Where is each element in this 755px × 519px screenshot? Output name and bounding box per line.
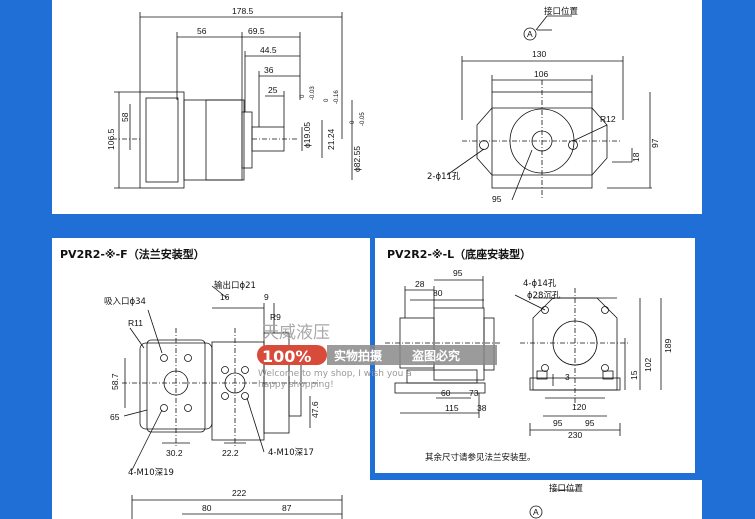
- dim-phi19-tol: 0: [300, 94, 306, 98]
- dim-65: 65: [110, 412, 120, 422]
- label-counterbore: ϕ28沉孔: [527, 291, 561, 301]
- label-port-position-bottom: 接口位置: [549, 483, 584, 494]
- dim-18: 18: [631, 152, 641, 162]
- dim-80: 80: [433, 288, 443, 298]
- dim-115: 115: [445, 403, 459, 413]
- dim-106: 106.5: [106, 128, 116, 150]
- base-mount-title: PV2R2-※-L（底座安装型）: [387, 247, 531, 261]
- dim-16: 16: [220, 292, 230, 302]
- dim-222: 222: [232, 488, 246, 498]
- dim-58-7: 58.7: [110, 373, 120, 390]
- dim-97: 97: [650, 138, 660, 148]
- dim-r11: R11: [128, 318, 143, 328]
- dim-36: 36: [264, 65, 274, 75]
- dim-87: 87: [282, 503, 292, 513]
- dim-phi19-tol2: -0.03: [310, 86, 316, 100]
- base-mount-drawing: PV2R2-※-L（底座安装型）: [385, 247, 673, 463]
- label-m10-19: 4-M10深19: [128, 468, 174, 478]
- dim-3: 3: [565, 372, 570, 382]
- dim-21-tol2: -0.16: [334, 90, 340, 104]
- label-outlet: 输出口ϕ21: [214, 280, 256, 291]
- dim-30: 30.2: [166, 448, 183, 458]
- label-holes: 2-ϕ11孔: [427, 172, 461, 182]
- flange-drawing: PV2R2-※-F（法兰安装型） 输出口ϕ21 吸入口ϕ34 R1: [60, 247, 322, 478]
- label-port-position: 接口位置: [544, 6, 579, 17]
- base-mount-panel: PV2R2-※-L（底座安装型）: [375, 238, 695, 473]
- dim-102: 102: [643, 358, 653, 372]
- dim-22: 22.2: [222, 448, 239, 458]
- dim-21-tol: 0: [324, 98, 330, 102]
- label-inlet: 吸入口ϕ34: [104, 297, 146, 307]
- dim-phi82-tol2: -0.05: [360, 112, 366, 126]
- dim-56: 56: [197, 26, 207, 36]
- dim-15: 15: [629, 370, 639, 380]
- dim-25: 25: [268, 85, 278, 95]
- dim-178: 178.5: [232, 6, 254, 16]
- dim-95: 95: [492, 194, 502, 204]
- dim-28: 28: [415, 279, 425, 289]
- top-drawing: 178.5 56 69.5 44.5 36 25 58 106.5 ϕ19.05…: [106, 6, 660, 204]
- dim-phi19: ϕ19.05: [302, 122, 312, 148]
- dim-73: 73: [469, 388, 479, 398]
- bottom-drawing: 222 80 87 接口位置 A: [131, 483, 584, 519]
- dim-95-right: 95: [585, 418, 595, 428]
- dim-60: 60: [441, 388, 451, 398]
- top-drawing-panel: 178.5 56 69.5 44.5 36 25 58 106.5 ϕ19.05…: [52, 0, 702, 214]
- dim-44: 44.5: [260, 45, 277, 55]
- dim-phi82: ϕ82.55: [352, 146, 362, 172]
- bottom-drawing-panel: 222 80 87 接口位置 A: [52, 480, 702, 519]
- dim-r12: R12: [600, 114, 616, 124]
- flange-panel: PV2R2-※-F（法兰安装型） 输出口ϕ21 吸入口ϕ34 R1: [52, 238, 370, 491]
- marker-a: A: [527, 29, 533, 39]
- dim-9: 9: [264, 292, 269, 302]
- marker-a-bottom: A: [533, 507, 539, 517]
- dim-189: 189: [663, 339, 673, 353]
- dim-47: 47.6: [310, 401, 320, 418]
- dim-80-bottom: 80: [202, 503, 212, 513]
- dim-95-top: 95: [453, 268, 463, 278]
- dim-130: 130: [532, 49, 546, 59]
- dim-58: 58: [120, 112, 130, 122]
- dim-106b: 106: [534, 69, 548, 79]
- dim-phi82-tol: 0: [350, 120, 356, 124]
- label-4-holes: 4-ϕ14孔: [523, 279, 557, 289]
- dim-95-left: 95: [553, 418, 563, 428]
- dim-230: 230: [568, 430, 582, 440]
- dim-120: 120: [572, 402, 586, 412]
- note-refer-flange: 其余尺寸请参见法兰安装型。: [425, 452, 536, 463]
- label-m10-17: 4-M10深17: [268, 448, 314, 458]
- flange-title: PV2R2-※-F（法兰安装型）: [60, 247, 205, 261]
- dim-38: 38: [477, 403, 487, 413]
- dim-69: 69.5: [248, 26, 265, 36]
- dim-r9: R9: [270, 312, 281, 322]
- dim-21: 21.24: [326, 128, 336, 150]
